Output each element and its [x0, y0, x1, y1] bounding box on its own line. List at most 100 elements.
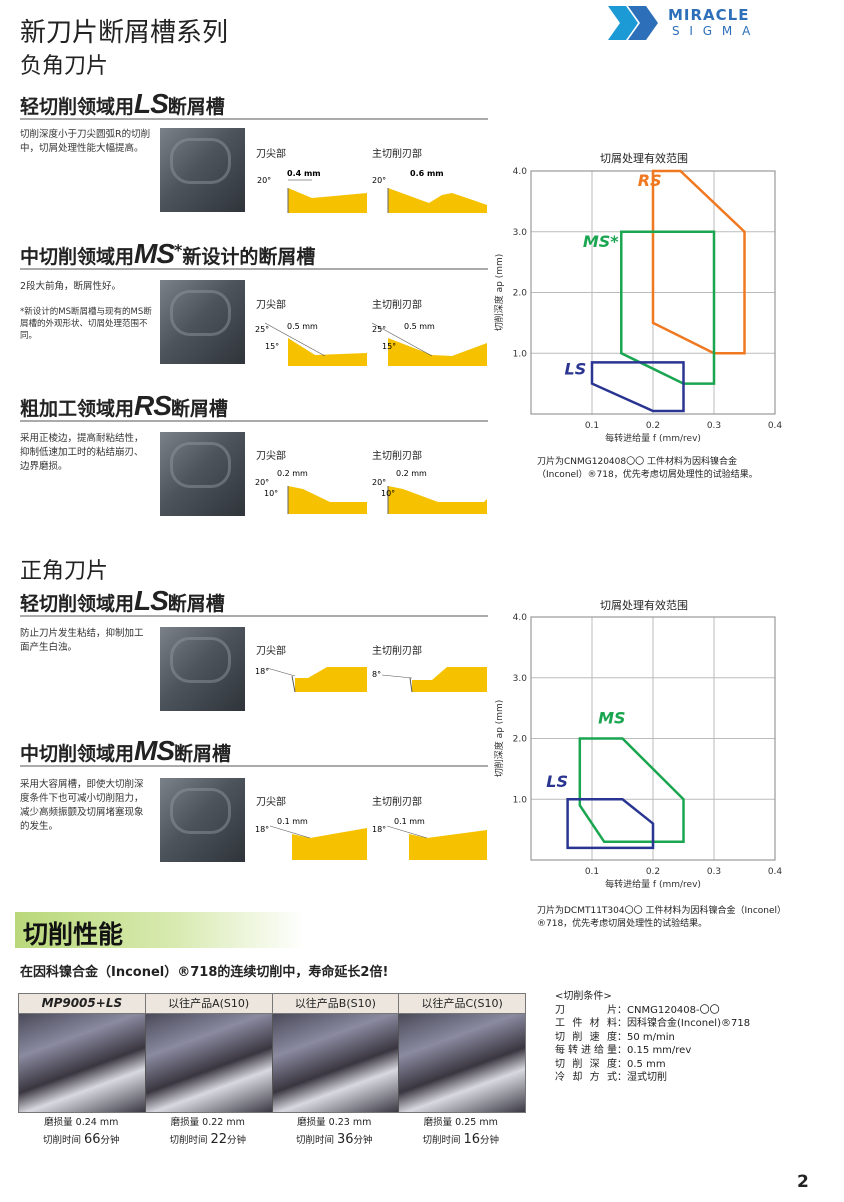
svg-text:20°: 20°	[372, 478, 386, 487]
edge-profile-diagram: 20° 0.6 mm	[372, 169, 487, 213]
series-label: RS	[638, 171, 662, 190]
column-header: 以往产品B(S10)	[273, 994, 400, 1013]
svg-text:25°: 25°	[372, 325, 386, 334]
desc-positive-ls: 防止刀片发生粘结，抑制加工面产生白浊。	[20, 628, 144, 653]
range-ls	[566, 798, 655, 850]
svg-text:10°: 10°	[381, 489, 395, 498]
edge-profile-diagram: 25° 15° 0.5 mm	[372, 322, 487, 366]
page-title: 新刀片断屑槽系列	[20, 18, 229, 48]
chart2-title: 切屑处理有效范围	[600, 599, 688, 612]
cutting-conditions: <切削条件> 刀片：CNMG120408-〇〇 工件材料：因科镍合金(Incon…	[555, 991, 751, 1083]
tip-profile-diagram: 25°15°0.5 mm	[255, 322, 367, 366]
svg-text:10°: 10°	[264, 489, 278, 498]
brand-logo: MIRACLE S I G M A	[608, 4, 778, 42]
svg-text:0.4 mm: 0.4 mm	[287, 169, 321, 178]
wear-photo-table: MP9005+LS 以往产品A(S10) 以往产品B(S10) 以往产品C(S1…	[18, 993, 526, 1113]
label-tip: 刀尖部	[256, 149, 286, 160]
heading-positive-ls: 轻切削领域用LS断屑槽	[20, 585, 488, 617]
chart1-title: 切屑处理有效范围	[600, 152, 688, 165]
insert-image	[160, 627, 245, 711]
x-tick-label: 0.2	[646, 867, 660, 877]
wear-photo	[272, 1014, 400, 1112]
wear-photo	[399, 1014, 525, 1112]
heading-negative-ls: 轻切削领域用LS断屑槽	[20, 88, 488, 120]
insert-image	[160, 128, 245, 212]
heading-positive-ms: 中切削领域用MS断屑槽	[20, 735, 488, 767]
series-label: LS	[565, 360, 587, 379]
x-axis-label: 每转进给量 f (mm/rev)	[605, 432, 701, 444]
svg-text:0.6 mm: 0.6 mm	[410, 169, 444, 178]
series-label: MS*	[583, 232, 619, 251]
x-axis-label: 每转进给量 f (mm/rev)	[605, 878, 701, 890]
chart1-note: 刀片为CNMG120408〇〇 工件材料为因科镍合金（Inconel）®718，…	[537, 457, 758, 480]
tip-profile-diagram: 18°	[255, 667, 367, 693]
logo-subtext: S I G M A	[672, 24, 754, 38]
svg-text:20°: 20°	[372, 176, 386, 185]
tip-profile-diagram: 18°0.1 mm	[255, 817, 367, 860]
wear-photo	[19, 1014, 146, 1112]
logo-text: MIRACLE	[668, 6, 750, 24]
desc-negative-ms: 2段大前角，断屑性好。	[20, 281, 122, 292]
x-tick-label: 0.4	[768, 421, 783, 431]
desc-positive-ms: 采用大容屑槽，即使大切削深度条件下也可减小切削阻力，减少高频振颤及切屑堵塞现象的…	[20, 779, 144, 832]
x-tick-label: 0.2	[646, 421, 660, 431]
y-axis-label: 切削深度 ap (mm)	[493, 700, 505, 778]
plot-frame	[530, 616, 776, 861]
desc-negative-rs: 采用正棱边，提高耐粘结性，抑制低速加工时的粘结崩刃、边界磨损。	[20, 433, 144, 472]
column-header: 以往产品C(S10)	[421, 997, 503, 1010]
svg-text:0.2 mm: 0.2 mm	[396, 469, 427, 478]
label-edge: 主切削刃部	[372, 149, 422, 160]
svg-text:15°: 15°	[382, 342, 396, 351]
range-ms	[620, 230, 716, 385]
range-rs	[651, 169, 746, 355]
series-label: MS	[598, 708, 625, 727]
insert-image	[160, 280, 245, 364]
y-tick-label: 2.0	[513, 735, 528, 745]
y-axis-label: 切削深度 ap (mm)	[493, 254, 505, 332]
y-tick-label: 4.0	[513, 613, 528, 623]
svg-text:18°: 18°	[372, 825, 386, 834]
tip-profile-diagram: 20°0.4 mm	[257, 169, 367, 213]
section-title-positive: 正角刀片	[20, 559, 109, 584]
x-tick-label: 0.1	[585, 421, 599, 431]
range-ls	[590, 361, 685, 413]
svg-text:0.5 mm: 0.5 mm	[287, 322, 318, 331]
x-tick-label: 0.3	[707, 421, 721, 431]
heading-negative-rs: 粗加工领域用RS断屑槽	[20, 390, 488, 422]
svg-text:18°: 18°	[255, 667, 269, 676]
x-tick-label: 0.3	[707, 867, 721, 877]
chart2-note: 刀片为DCMT11T304〇〇 工件材料为因科镍合金（Inconel）®718，…	[537, 906, 782, 929]
column-header: MP9005+LS	[19, 994, 146, 1013]
svg-text:15°: 15°	[265, 342, 279, 351]
label-tip: 刀尖部	[256, 797, 286, 808]
svg-text:0.5 mm: 0.5 mm	[404, 322, 435, 331]
edge-profile-diagram: 20° 10° 0.2 mm	[372, 469, 487, 514]
logo-mark-icon	[608, 6, 658, 40]
performance-lead: 在因科镍合金（Inconel）®718的连续切削中，寿命延长2倍!	[20, 965, 389, 980]
label-edge: 主切削刃部	[372, 300, 422, 311]
tip-profile-diagram: 20°10°0.2 mm	[255, 469, 367, 514]
desc-negative-ls: 切削深度小于刀尖圆弧R的切削中，切屑处理性能大幅提高。	[20, 129, 151, 154]
y-tick-label: 2.0	[513, 289, 528, 299]
y-tick-label: 3.0	[513, 228, 528, 238]
label-edge: 主切削刃部	[372, 646, 422, 657]
range-ms	[578, 737, 685, 844]
chart1-chip-control-range: 0.1 0.2 0.3 0.4 1.0 2.0 3.0 4.0 RS MS* LS 每转进给量 f (…	[493, 167, 783, 444]
column-header: 以往产品A(S10)	[146, 994, 273, 1013]
y-tick-label: 3.0	[513, 674, 528, 684]
x-tick-label: 0.1	[585, 867, 599, 877]
label-edge: 主切削刃部	[372, 451, 422, 462]
note-negative-ms: *新设计的MS断屑槽与现有的MS断屑槽的外观形状、切屑处理范围不同。	[20, 307, 152, 341]
y-tick-label: 4.0	[513, 167, 528, 177]
x-tick-label: 0.4	[768, 867, 783, 877]
edge-profile-diagram: 8°	[372, 667, 487, 693]
wear-photo	[145, 1014, 273, 1112]
series-label: LS	[546, 772, 568, 791]
y-tick-label: 1.0	[513, 349, 528, 359]
section-title-negative: 负角刀片	[20, 54, 109, 79]
edge-profile-diagram: 18°0.1 mm	[372, 817, 487, 860]
